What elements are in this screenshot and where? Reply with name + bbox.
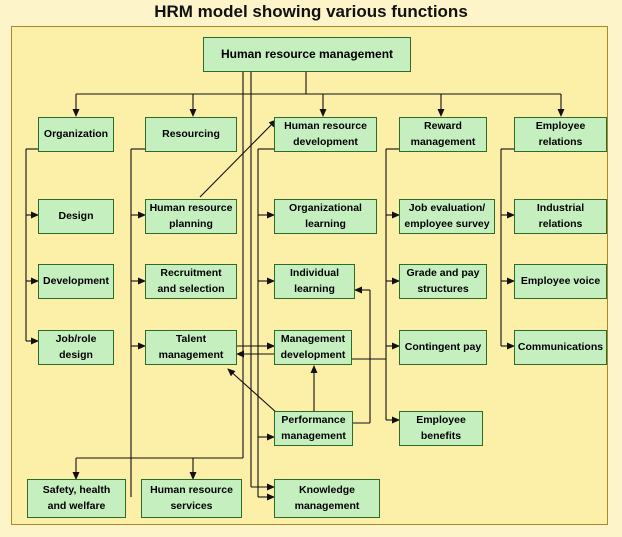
grade-pay-box: Grade and pay structures xyxy=(399,264,487,299)
resourcing-box: Resourcing xyxy=(145,117,237,152)
job-eval-box: Job evaluation/ employee survey xyxy=(399,199,495,234)
hr-planning-box: Human resource planning xyxy=(145,199,237,234)
org-learning-box: Organizational learning xyxy=(274,199,377,234)
resourcing-label: Resourcing xyxy=(162,127,220,140)
mgmt-dev-label: Management development xyxy=(280,333,346,361)
hr-planning-label: Human resource planning xyxy=(149,202,233,230)
reward-box: Reward management xyxy=(399,117,487,152)
development-label: Development xyxy=(43,274,109,287)
individual-learning-box: Individual learning xyxy=(274,264,355,299)
diagram-title: HRM model showing various functions xyxy=(154,2,468,21)
communications-box: Communications xyxy=(514,330,607,365)
hrd-label: Human resource development xyxy=(284,120,367,148)
individual-learning-label: Individual learning xyxy=(289,267,339,295)
job-role-design-box: Job/role design xyxy=(38,330,114,365)
knowledge-label: Knowledge management xyxy=(294,484,360,512)
performance-box: Performance management xyxy=(274,411,353,446)
employee-relations-box: Employee relations xyxy=(514,117,607,152)
industrial-relations-label: Industrial relations xyxy=(536,202,585,230)
development-box: Development xyxy=(38,264,114,299)
communications-label: Communications xyxy=(517,340,604,353)
employee-voice-box: Employee voice xyxy=(514,264,607,299)
talent-label: Talent management xyxy=(158,333,224,361)
grade-pay-label: Grade and pay structures xyxy=(406,267,480,295)
job-eval-label: Job evaluation/ employee survey xyxy=(404,202,490,230)
hr-services-label: Human resource services xyxy=(150,484,233,512)
contingent-pay-label: Contingent pay xyxy=(404,340,482,353)
talent-box: Talent management xyxy=(145,330,237,365)
job-role-design-label: Job/role design xyxy=(55,333,97,361)
organization-box: Organization xyxy=(38,117,114,152)
industrial-relations-box: Industrial relations xyxy=(514,199,607,234)
benefits-box: Employee benefits xyxy=(399,411,483,446)
employee-relations-label: Employee relations xyxy=(535,120,586,148)
performance-label: Performance management xyxy=(281,414,346,442)
hrm-label: Human resource management xyxy=(220,46,394,61)
org-learning-label: Organizational learning xyxy=(289,202,362,230)
mgmt-dev-box: Management development xyxy=(274,330,352,365)
knowledge-box: Knowledge management xyxy=(274,479,380,518)
design-box: Design xyxy=(38,199,114,234)
hrd-box: Human resource development xyxy=(274,117,377,152)
design-label: Design xyxy=(58,209,94,222)
recruitment-box: Recruitment and selection xyxy=(145,264,237,299)
benefits-label: Employee benefits xyxy=(416,414,466,442)
recruitment-label: Recruitment and selection xyxy=(157,267,225,295)
organization-label: Organization xyxy=(43,127,109,140)
contingent-pay-box: Contingent pay xyxy=(399,330,487,365)
reward-label: Reward management xyxy=(410,120,476,148)
safety-label: Safety, health and welfare xyxy=(42,484,111,512)
hr-services-box: Human resource services xyxy=(141,479,242,518)
hrm-box: Human resource management xyxy=(203,37,411,72)
employee-voice-label: Employee voice xyxy=(520,274,601,287)
safety-box: Safety, health and welfare xyxy=(27,479,126,518)
